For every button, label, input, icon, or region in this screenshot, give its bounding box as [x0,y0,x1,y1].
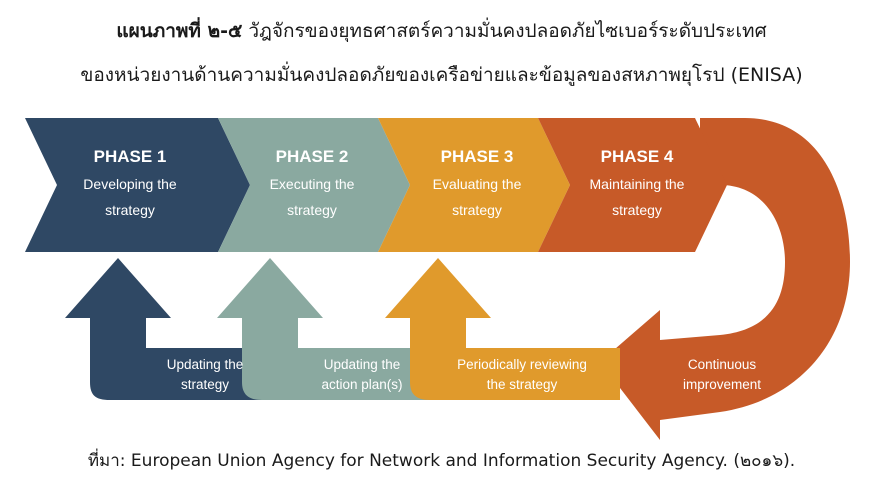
phase-3-label-line-1: Evaluating the [433,176,522,192]
feedback-4-label-line-1: Continuous [688,357,757,372]
feedback-2-label-line-1: Updating the [324,357,401,372]
figure-title-text: วัฎจักรของยุทธศาสตร์ความมั่นคงปลอดภัยไซเ… [248,20,767,42]
feedback-3-label-line-1: Periodically reviewing [457,357,587,372]
phase-4-chevron [538,118,727,252]
phase-2-label-line-2: strategy [287,202,337,218]
return-loop-arrow [600,118,850,440]
phase-3-label-line-2: strategy [452,202,502,218]
figure-source: ที่มา: European Union Agency for Network… [87,451,796,471]
feedback-2-label-line-2: action plan(s) [321,377,402,392]
feedback-1-label-line-2: strategy [181,377,229,392]
phase-3-title: PHASE 3 [441,147,514,166]
phase-1-chevron [25,118,250,252]
phase-4-label-line-2: strategy [612,202,662,218]
feedback-1-label-line-1: Updating the [167,357,244,372]
phase-4-title: PHASE 4 [601,147,674,166]
phase-2-label-line-1: Executing the [270,176,355,192]
figure-title-line-2: ของหน่วยงานด้านความมั่นคงปลอดภัยของเครือ… [80,64,803,86]
feedback-arrow-updating-strategy [65,258,295,400]
phase-2-title: PHASE 2 [276,147,349,166]
feedback-3-label-line-2: the strategy [487,377,558,392]
phase-3-chevron [378,118,570,252]
feedback-arrow-updating-action-plan [217,258,460,400]
figure-label: แผนภาพที่ ๒-๕ [116,20,243,42]
feedback-arrow-periodic-review [385,258,620,400]
phase-1-label-line-1: Developing the [83,176,177,192]
phase-1-label-line-2: strategy [105,202,155,218]
phase-1-title: PHASE 1 [94,147,167,166]
figure-title-line-1: แผนภาพที่ ๒-๕ วัฎจักรของยุทธศาสตร์ความมั… [0,16,883,46]
feedback-4-label-line-2: improvement [683,377,761,392]
phase-2-chevron [218,118,410,252]
phase-4-label-line-1: Maintaining the [590,176,685,192]
